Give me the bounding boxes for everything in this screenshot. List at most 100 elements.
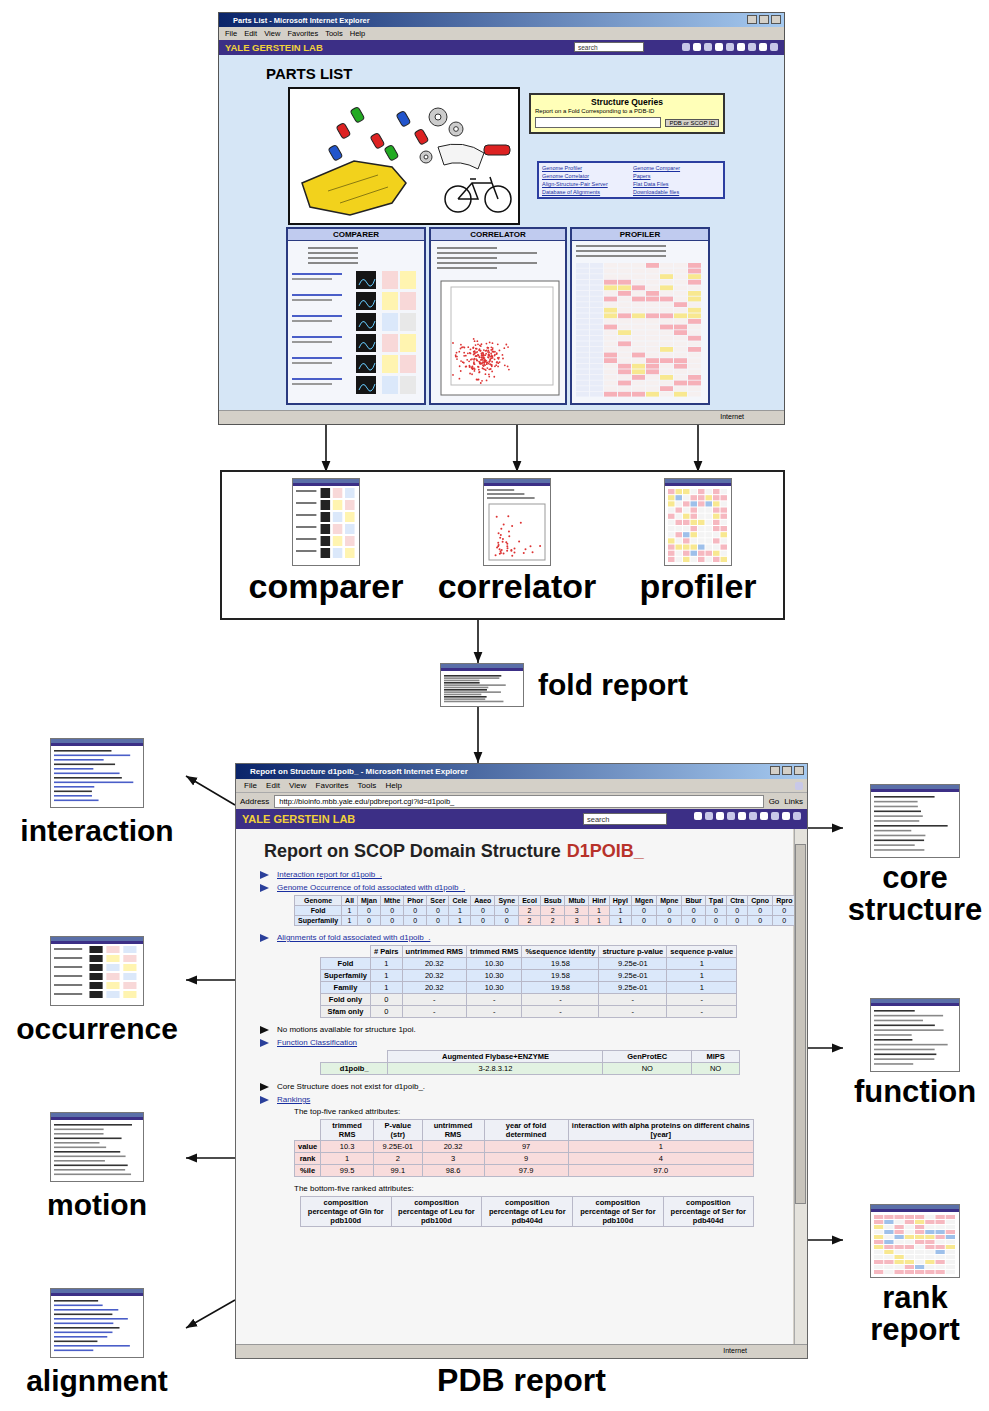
profile-cell: [688, 297, 701, 302]
thumb-cell: [691, 495, 698, 500]
thumb-cell: [683, 551, 690, 556]
data-point: [488, 355, 490, 357]
thumb-text: [54, 993, 82, 995]
tool-group-box: comparercorrelatorprofiler: [220, 470, 785, 620]
profile-cell: [660, 364, 673, 369]
profile-cell: [618, 319, 631, 324]
toolbar-icon: [795, 782, 803, 790]
thumb-dark-cell: [321, 524, 331, 534]
thumb-text: [296, 490, 316, 492]
profile-cell: [660, 325, 673, 330]
profile-cell: [576, 392, 589, 397]
window-button: [794, 766, 804, 775]
data-point: [487, 347, 489, 349]
arrow-connector: [186, 1300, 235, 1328]
profile-cell: [604, 358, 617, 363]
profile-cell: [576, 269, 589, 274]
table-header: Mthe: [384, 897, 400, 904]
table-value: 1: [670, 983, 733, 992]
thumb-cell: [895, 1270, 904, 1274]
profile-cell: [590, 386, 603, 391]
table-value: 0: [709, 917, 723, 924]
thumb-dot: [518, 540, 520, 542]
data-point: [481, 380, 483, 382]
data-point: [462, 361, 464, 363]
table-value: -: [670, 995, 733, 1004]
table-cell: %sequence identity: [522, 946, 599, 958]
thumb-cell: [123, 991, 136, 998]
thumb-line: [54, 795, 92, 797]
table-header: Hpyl: [613, 897, 628, 904]
data-point: [508, 369, 510, 371]
table-cell: 2: [519, 906, 541, 916]
table-header: Superfamily: [298, 917, 338, 924]
thumb-cell: [676, 495, 683, 500]
data-point: [476, 360, 478, 362]
table-cell: 1: [449, 906, 471, 916]
data-point: [452, 374, 454, 376]
thumb-cell: [698, 495, 705, 500]
table-header: Genome: [298, 897, 338, 904]
profile-cell: [618, 341, 631, 346]
thumb-cell: [936, 1265, 945, 1269]
structure-image: [356, 376, 376, 394]
table-header: untrimmed RMS: [426, 1121, 481, 1139]
thumb-cell: [345, 524, 355, 534]
profile-cell: [590, 291, 603, 296]
table-header: Syne: [498, 897, 515, 904]
table-value: 2: [522, 917, 537, 924]
profile-cell: [590, 341, 603, 346]
profile-cell: [660, 375, 673, 380]
thumb-dot: [498, 532, 500, 534]
table-cell: untrimmed RMS: [422, 1120, 484, 1141]
thumb-dot: [506, 550, 508, 552]
gear-hole: [454, 127, 459, 132]
table-header: composition percentage of Leu for pdb100…: [395, 1198, 479, 1225]
profile-cell: [646, 386, 659, 391]
thumb-titlebar: [871, 1205, 959, 1209]
report-item: Interaction report for d1poib_.: [260, 870, 785, 879]
table-header: Tpal: [709, 897, 723, 904]
profile-cell: [688, 319, 701, 324]
data-point: [483, 355, 485, 357]
table-value: 0: [730, 907, 744, 914]
table-cell: GenProtEC: [603, 1051, 692, 1063]
data-point: [484, 368, 486, 370]
table-cell: 1: [370, 958, 402, 970]
table-value: 1: [613, 907, 628, 914]
thumb-cell: [936, 1225, 945, 1229]
table-cell: 19.58: [522, 958, 599, 970]
data-point: [486, 367, 488, 369]
thumb-text: [487, 497, 535, 499]
profile-cell: [646, 341, 659, 346]
thumb-cell: [936, 1240, 945, 1244]
thumb-dark-cell: [89, 955, 102, 962]
thumb-cell: [333, 500, 343, 510]
profile-cell: [604, 347, 617, 352]
toolbar-icon: [759, 43, 767, 51]
plot-inner: [451, 287, 553, 385]
profile-cell: [674, 280, 687, 285]
thumb-line: [874, 844, 915, 846]
thumb-dark-cell: [89, 946, 102, 953]
thumb-line: [54, 1124, 132, 1126]
thumb-cell: [874, 1220, 883, 1224]
thumb-cell: [691, 532, 698, 537]
thumb-dot: [514, 547, 516, 549]
thumb-text: [296, 550, 316, 552]
thumb-frame: [51, 739, 144, 808]
thumb-cell: [706, 538, 713, 543]
data-point: [473, 347, 475, 349]
structure-id: D1POIB_: [567, 841, 644, 862]
table-header: Phor: [407, 897, 423, 904]
thumb-dot: [499, 537, 501, 539]
table-cell: 9.25e-01: [599, 970, 667, 982]
toolbar-icon: [760, 812, 768, 820]
profile-cell: [632, 319, 645, 324]
table-value: 0: [635, 907, 653, 914]
thumb-titlebar: [51, 739, 143, 743]
profile-cell: [576, 375, 589, 380]
thumb-cell: [668, 526, 675, 531]
bullet-arrow: [260, 1026, 269, 1034]
panel-header: CORRELATOR: [431, 229, 565, 241]
